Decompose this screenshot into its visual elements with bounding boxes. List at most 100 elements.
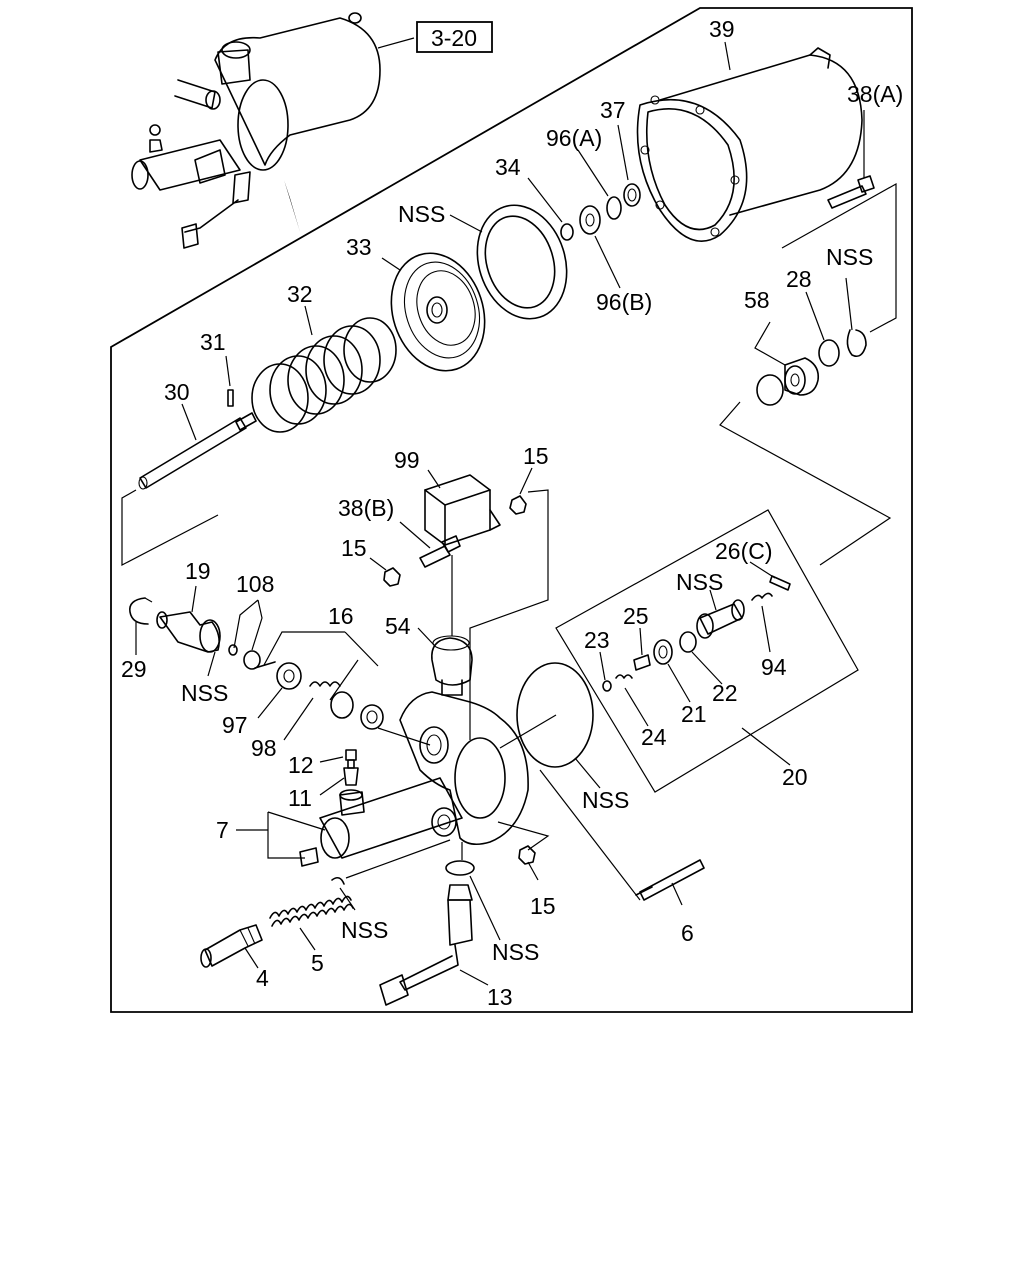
part-58-piston xyxy=(754,321,820,406)
part-5-spring xyxy=(269,895,354,927)
part-21-washer xyxy=(653,639,673,665)
callout-labels: 39 38(A) 37 96(A) 34 96(B) NSS 33 32 31 … xyxy=(121,16,903,1010)
bracket-7 xyxy=(236,811,326,859)
part-99-cover xyxy=(424,474,501,546)
label-7: 7 xyxy=(216,817,229,843)
part-26c-pin xyxy=(769,575,791,591)
label-15-top: 15 xyxy=(523,443,549,469)
label-nss-gasket: NSS xyxy=(582,787,629,813)
label-nss-seal: NSS xyxy=(398,201,445,227)
label-13: 13 xyxy=(487,984,513,1010)
part-16-oring-b xyxy=(360,704,384,730)
part-30-rod xyxy=(138,412,257,490)
label-4: 4 xyxy=(256,965,269,991)
bracket-16 xyxy=(263,631,379,701)
label-32: 32 xyxy=(287,281,313,307)
label-21: 21 xyxy=(681,701,707,727)
label-15-mid: 15 xyxy=(341,535,367,561)
part-nss-oring xyxy=(445,860,475,876)
label-30: 30 xyxy=(164,379,190,405)
label-97: 97 xyxy=(222,712,248,738)
label-96b: 96(B) xyxy=(596,289,652,315)
part-98-spring xyxy=(309,681,341,687)
label-39: 39 xyxy=(709,16,735,42)
part-11-valve xyxy=(343,767,359,786)
part-94-spring xyxy=(751,592,773,601)
part-34-ball xyxy=(560,223,574,241)
label-nss-oring: NSS xyxy=(492,939,539,965)
part-nss-plug xyxy=(696,599,745,639)
label-38a: 38(A) xyxy=(847,81,903,107)
label-nss-19: NSS xyxy=(181,680,228,706)
part-32-spring xyxy=(251,317,397,433)
main-valve-body xyxy=(299,691,529,867)
label-12: 12 xyxy=(288,752,314,778)
bracket-right-top xyxy=(781,182,897,333)
part-22-oring xyxy=(679,631,697,653)
label-38b: 38(B) xyxy=(338,495,394,521)
label-11: 11 xyxy=(288,785,312,811)
label-26c: 26(C) xyxy=(715,538,773,564)
view-arrow-icon xyxy=(284,180,300,232)
label-6: 6 xyxy=(681,920,694,946)
part-38b-bolt xyxy=(419,535,461,568)
part-38a-bolt xyxy=(827,175,875,209)
part-12-bolt xyxy=(345,749,357,769)
label-98: 98 xyxy=(251,735,277,761)
part-39-housing xyxy=(636,47,863,242)
assembly-overview xyxy=(131,12,415,249)
label-nss-clip: NSS xyxy=(341,917,388,943)
bracket-108 xyxy=(233,599,263,651)
label-34: 34 xyxy=(495,154,521,180)
label-23: 23 xyxy=(584,627,610,653)
label-31: 31 xyxy=(200,329,226,355)
leader-15 xyxy=(469,489,549,740)
bracket-15 xyxy=(497,821,550,851)
label-15-bottom: 15 xyxy=(530,893,556,919)
part-54-valve xyxy=(431,635,473,696)
label-24: 24 xyxy=(641,724,667,750)
part-nss-gasket xyxy=(516,662,594,768)
reference-box: 3-20 xyxy=(416,21,493,53)
label-94: 94 xyxy=(761,654,787,680)
bracket-6 xyxy=(539,769,641,901)
label-37: 37 xyxy=(600,97,626,123)
label-28: 28 xyxy=(786,266,812,292)
part-4-plunger xyxy=(200,924,263,968)
label-16: 16 xyxy=(328,603,354,629)
part-19-fitting xyxy=(156,611,221,653)
part-96a-washer xyxy=(606,196,622,220)
label-25: 25 xyxy=(623,603,649,629)
bracket-58 xyxy=(719,401,892,566)
part-33-diaphragm xyxy=(390,252,486,372)
label-58: 58 xyxy=(744,287,770,313)
bracket-20 xyxy=(555,509,859,793)
diagram-frame xyxy=(110,7,913,1013)
label-33: 33 xyxy=(346,234,372,260)
part-seal-ring xyxy=(476,204,568,320)
label-96a: 96(A) xyxy=(546,125,602,151)
label-54: 54 xyxy=(385,613,411,639)
part-23-clip xyxy=(602,680,612,692)
label-108: 108 xyxy=(236,571,274,597)
part-108-valve xyxy=(228,644,276,670)
label-99: 99 xyxy=(394,447,420,473)
label-nss-ring: NSS xyxy=(826,244,873,270)
label-5: 5 xyxy=(311,950,324,976)
part-15-nut-bottom xyxy=(518,845,536,865)
part-25-pin xyxy=(633,654,651,671)
part-96b-washer xyxy=(579,205,601,235)
reference-label: 3-20 xyxy=(431,25,477,51)
label-22: 22 xyxy=(712,680,738,706)
part-16-oring-a xyxy=(330,691,354,719)
part-ring-nss xyxy=(846,329,867,358)
part-nss-clip xyxy=(331,876,345,885)
part-29-snap-ring xyxy=(128,597,153,625)
part-97-washer xyxy=(276,662,302,690)
part-24-spring xyxy=(615,674,633,679)
part-37-nut xyxy=(623,183,641,207)
label-20: 20 xyxy=(782,764,808,790)
label-nss-plug: NSS xyxy=(676,569,723,595)
part-28-oring xyxy=(818,339,840,367)
